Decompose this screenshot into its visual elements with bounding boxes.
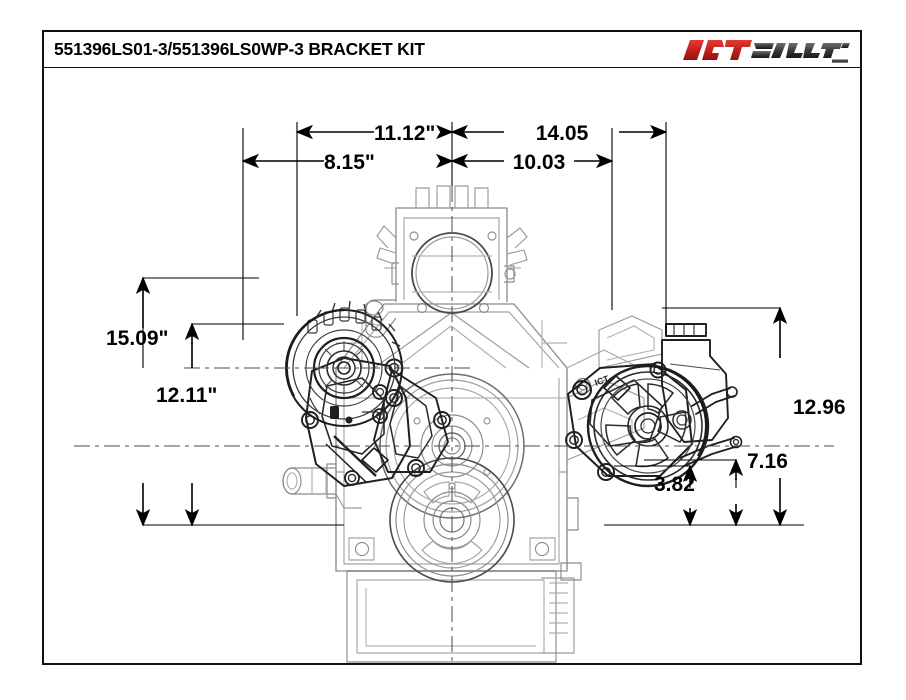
cylinder-heads [335,303,568,369]
dim-10-03-label: 10.03 [513,151,566,174]
dim-14-05-label: 14.05 [536,122,589,145]
centerlines [74,186,834,663]
bracket-left [301,357,451,487]
water-pump-neck [282,467,362,509]
logo-ict-mark [683,40,752,60]
dim-12-11-label: 12.11" [156,384,217,407]
ps-hoses [679,386,743,467]
ict-billet-logo [683,40,850,63]
page-title: 551396LS01-3/551396LS0WP-3 BRACKET KIT [54,39,425,59]
serpentine-belt [285,308,708,457]
logo-billet-mark [751,43,850,63]
dim-3-82-label: 3.82 [654,473,695,496]
dimension-lines [135,122,804,527]
engine-assembly [282,185,663,663]
dim-7-16-label: 7.16 [747,450,788,473]
title-block: 551396LS01-3/551396LS0WP-3 BRACKET KIT [44,32,860,68]
oil-pan [346,562,582,663]
dim-15-09-label: 15.09" [106,327,169,350]
dim-8-15-label: 8.15" [324,151,375,174]
throttle-body [391,231,516,314]
dim-12-96-label: 12.96 [793,396,846,419]
sheet-border: 551396LS01-3/551396LS0WP-3 BRACKET KIT [42,30,862,665]
engine-drawing: ICT [44,68,860,663]
dim-11-12-label: 11.12" [374,122,435,145]
